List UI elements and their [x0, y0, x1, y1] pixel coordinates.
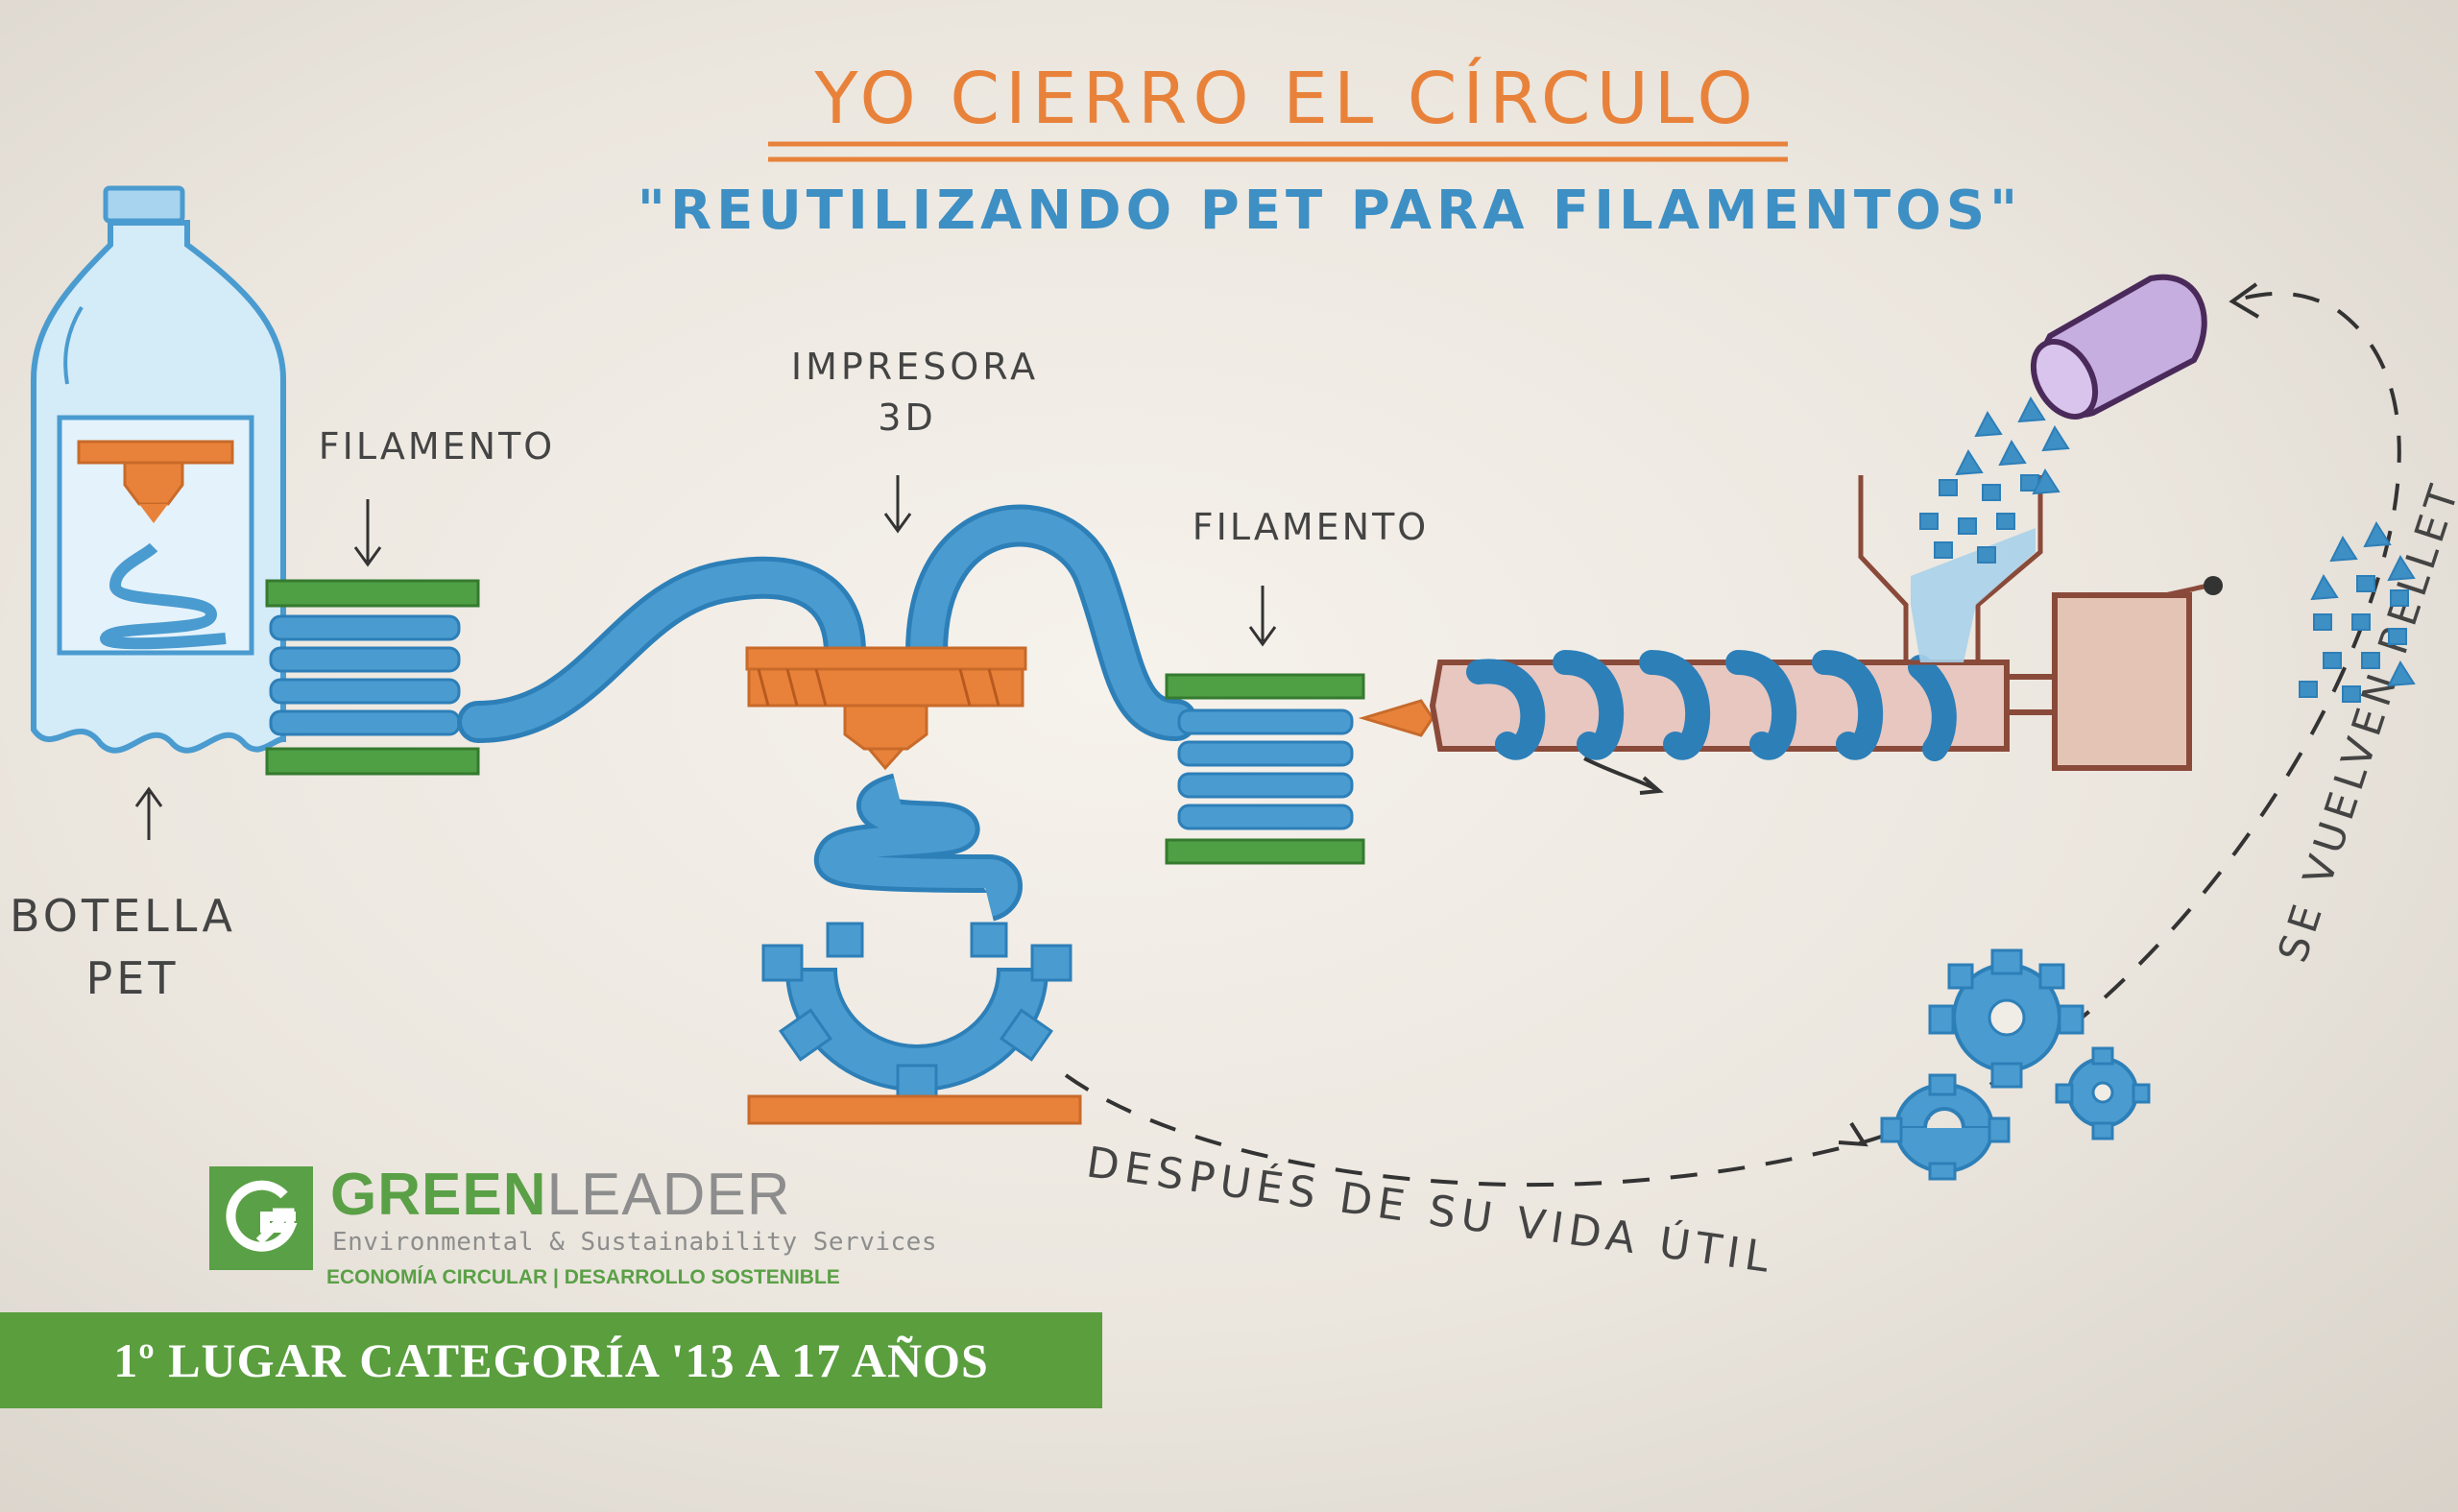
- label-impresora-line1: IMPRESORA: [791, 346, 1039, 388]
- logo-wordmark: GREENLEADER: [330, 1161, 791, 1230]
- arrow-botella: [134, 786, 163, 840]
- label-print-object: [99, 542, 227, 650]
- recycled-gear-small-right: [2055, 1046, 2151, 1140]
- recycled-gear-small-left: [1880, 1073, 2011, 1181]
- hopper-pellets: [1911, 528, 2036, 662]
- label-botella-line1: BOTELLA: [10, 890, 236, 942]
- motor-knob: [2204, 576, 2223, 595]
- label-despues: DESPUÉS DE SU VIDA ÚTIL: [1083, 1136, 1777, 1283]
- filament-tube-arch-fill: [910, 509, 1193, 736]
- logo-word-gray: LEADER: [546, 1162, 791, 1228]
- extruder-nozzle: [1358, 699, 1434, 737]
- printer-gantry: [745, 646, 1027, 671]
- dashed-arrowhead-top: [2229, 282, 2260, 319]
- recycled-gear-large: [1928, 948, 2084, 1089]
- arrow-filamento-right: [1248, 586, 1277, 647]
- extruder-arrow: [1583, 756, 1664, 795]
- label-filamento-left: FILAMENTO: [319, 425, 555, 468]
- g-arrow-logo-icon: [209, 1166, 313, 1270]
- filament-spool-left: [265, 579, 480, 776]
- printer-nozzle: [865, 747, 906, 771]
- bottle-cap: [103, 185, 185, 224]
- filament-spool-right: [1165, 673, 1365, 865]
- filament-tube-left-fill: [462, 561, 861, 738]
- logo-tagline: ECONOMÍA CIRCULAR | DESARROLLO SOSTENIBL…: [326, 1266, 840, 1288]
- arrow-filamento-left: [353, 499, 382, 567]
- label-filamento-right: FILAMENTO: [1193, 506, 1429, 548]
- logo-word-green: GREEN: [330, 1162, 547, 1228]
- dashed-arrowhead-bottom: [1838, 1121, 1868, 1147]
- logo-subtitle: Environmental & Sustainability Services: [332, 1228, 937, 1257]
- greenleader-logo: GREENLEADER Environmental & Sustainabili…: [209, 1162, 936, 1301]
- label-printer-bar: [77, 440, 234, 465]
- extruder-motor: [2052, 592, 2192, 771]
- arrow-impresora: [883, 475, 912, 534]
- pellet-cup: [2030, 274, 2207, 420]
- award-banner: 1º LUGAR CATEGORÍA '13 A 17 AÑOS: [0, 1312, 1102, 1408]
- dashed-cycle-path: [1064, 291, 2401, 1188]
- pellet-pile: [2299, 520, 2416, 703]
- label-impresora-line2: 3D: [878, 396, 936, 439]
- label-printer-head: [123, 461, 184, 506]
- printer-3d: [745, 646, 1082, 1125]
- diagram-subtitle: "REUTILIZANDO PET PARA FILAMENTOS": [638, 180, 2022, 242]
- printed-gear: [761, 922, 1072, 1098]
- pet-bottle: [31, 185, 286, 754]
- printed-object-fill: [819, 778, 1018, 917]
- label-botella-line2: PET: [86, 952, 180, 1004]
- extruder: [1358, 475, 2223, 795]
- motor-pin: [2164, 583, 2209, 598]
- label-nozzle: [139, 504, 168, 523]
- printer-bed: [747, 1094, 1082, 1125]
- falling-pellets: [1919, 396, 2070, 564]
- printer-hatch: [757, 668, 1000, 707]
- bottle-shine: [63, 305, 84, 385]
- award-banner-text: 1º LUGAR CATEGORÍA '13 A 17 AÑOS: [113, 1333, 989, 1387]
- extruder-screw: [1466, 650, 1957, 761]
- label-pellet: SE VUELVEN PELLET: [2269, 474, 2458, 968]
- diagram-title: YO CIERRO EL CÍRCULO: [813, 56, 1758, 140]
- printer-head: [843, 704, 928, 751]
